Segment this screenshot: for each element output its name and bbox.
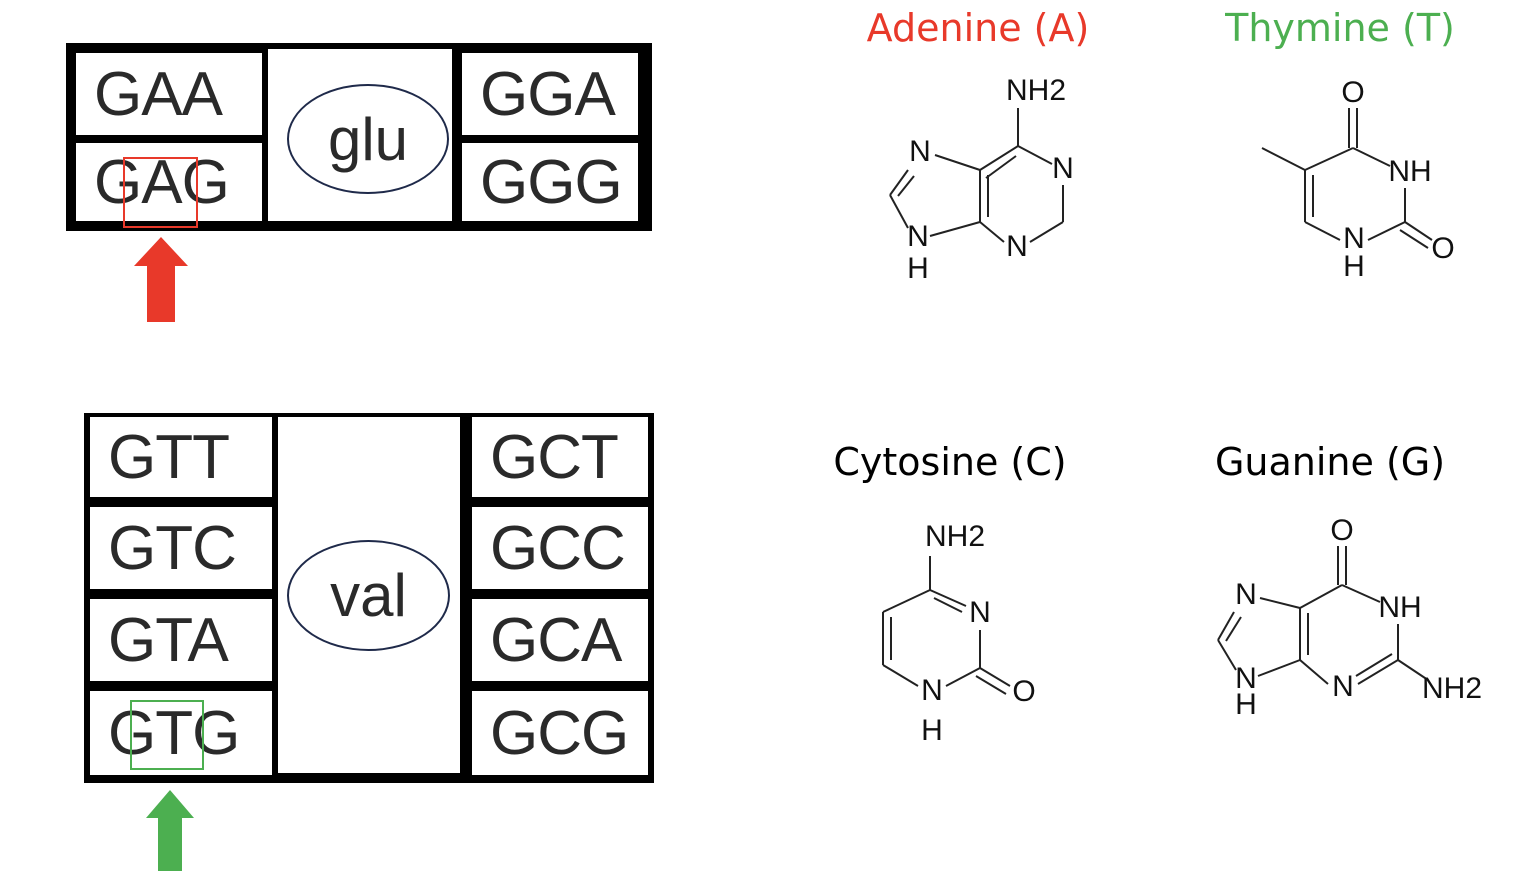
atom-label: N [1052,152,1074,185]
amino-acid-glu: glu [287,84,449,194]
atom-label: NH2 [925,520,985,553]
atom-label: NH [1388,155,1431,188]
atom-label: O [1431,232,1454,265]
atom-label: H [1343,250,1365,283]
atom-label: N [969,596,991,629]
codon-cell: GAG [76,143,262,221]
adenine-structure [889,108,1064,243]
codon-cell: GCT [472,417,648,497]
codon-cell: GTT [90,417,272,497]
codon-cell: GGA [462,53,638,135]
atom-label: O [1012,675,1035,708]
guanine-structure [1217,546,1429,685]
atom-label: NH2 [1422,672,1482,705]
atom-label: N [1235,578,1257,611]
atom-label: N [907,220,929,253]
atom-label: N [1332,670,1354,703]
codon-cell: GTC [90,507,272,589]
codon-cell: GCG [472,691,648,775]
atom-label: N [909,135,931,168]
mutation-highlight-box [130,700,204,770]
mutation-highlight-box [123,157,198,228]
red-arrow-icon [134,237,188,322]
codon-cell: GAA [76,53,262,135]
atom-label: N [1235,662,1257,695]
guanine-title: Guanine (G) [1214,440,1446,484]
atom-label: O [1330,514,1353,547]
thymine-title: Thymine (T) [1225,6,1455,50]
green-arrow-icon [146,790,194,871]
codon-cell: GCA [472,599,648,681]
atom-label: N [1343,222,1365,255]
amino-acid-val: val [287,540,450,651]
atom-label: O [1341,76,1364,109]
atom-label: N [921,674,943,707]
atom-label: H [907,252,929,285]
codon-cell: GTA [90,599,272,681]
cytosine-title: Cytosine (C) [833,440,1067,484]
codon-cell: GGG [462,143,638,221]
codon-cell: GCC [472,507,648,589]
atom-label: H [1235,688,1257,721]
atom-label: NH [1378,591,1421,624]
atom-label: H [921,714,943,747]
atom-label: NH2 [1006,74,1066,107]
thymine-structure [1261,108,1433,249]
adenine-title: Adenine (A) [866,6,1090,50]
cytosine-structure [882,556,1011,695]
atom-label: N [1006,230,1028,263]
